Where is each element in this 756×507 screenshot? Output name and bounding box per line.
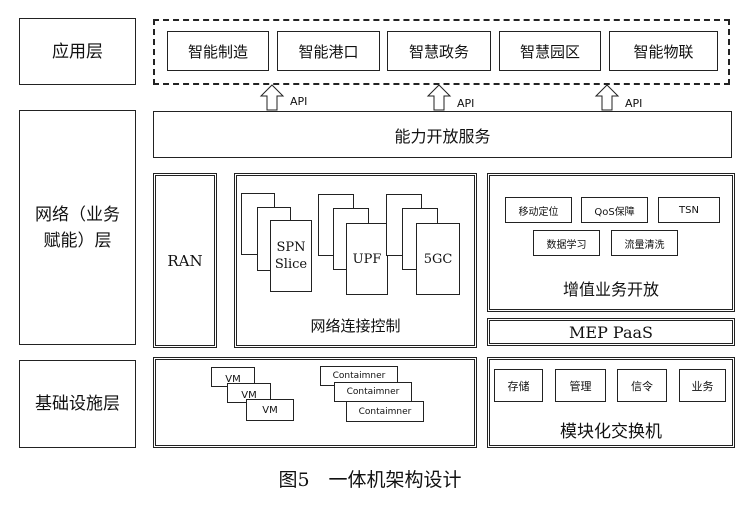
ran-box: [153, 173, 217, 348]
switch-title: 模块化交换机: [560, 421, 662, 442]
api-label-2: API: [457, 97, 475, 110]
service-box-1: [505, 197, 572, 223]
figure-caption: 图5 一体机架构设计: [278, 468, 462, 491]
vm-card-3: [246, 399, 294, 421]
service-label-4: 数据学习: [546, 239, 587, 251]
vm-label-2: VM: [241, 389, 257, 401]
container-label-1: Contaimner: [332, 371, 386, 381]
switch-module-box-4: [679, 369, 726, 402]
service-label-1: 移动定位: [518, 206, 559, 218]
api-label-3: API: [625, 97, 643, 110]
app-box-5: [609, 31, 718, 71]
network-layer-label: 网络（业务赋能）层: [35, 204, 120, 251]
application-layer-label: 应用层: [52, 41, 103, 62]
vm-label-3: VM: [262, 404, 278, 416]
container-label-2: Contaimner: [346, 387, 400, 397]
vm-label-1: VM: [225, 373, 241, 385]
value-added-title: 增值业务开放: [562, 280, 659, 299]
api-arrow-2: [426, 84, 452, 111]
upf-label: UPF: [352, 251, 382, 267]
service-label-5: 流量清洗: [624, 239, 665, 251]
switch-module-label-1: 存储: [507, 379, 530, 393]
switch-module-box-3: [617, 369, 667, 402]
infrastructure-layer-label: 基础设施层: [35, 394, 120, 414]
infrastructure-layer-box: [19, 360, 136, 448]
service-box-2: [581, 197, 648, 223]
service-box-4: [533, 230, 600, 256]
service-box-3: [658, 197, 720, 223]
mep-paas-label: MEP PaaS: [569, 322, 653, 342]
app-box-3: [387, 31, 491, 71]
application-layer-box: [19, 18, 136, 85]
app-label-2: 智能港口: [298, 42, 359, 61]
spn-card-front: [270, 220, 312, 292]
app-label-5: 智能物联: [633, 42, 694, 61]
app-box-1: [167, 31, 269, 71]
service-box-5: [611, 230, 678, 256]
network-layer-box: [19, 110, 136, 345]
switch-module-label-4: 业务: [691, 379, 714, 393]
capability-service-label: 能力开放服务: [394, 126, 491, 146]
switch-module-box-1: [494, 369, 543, 402]
switch-module-label-2: 管理: [569, 379, 592, 393]
api-arrow-1: [259, 84, 285, 111]
api-arrow-3: [594, 84, 620, 111]
container-card-3: [346, 401, 424, 422]
app-label-3: 智慧政务: [408, 42, 469, 61]
5gc-card-front: [416, 223, 460, 295]
upf-card-front: [346, 223, 388, 295]
api-label-1: API: [290, 95, 308, 108]
container-label-3: Contaimner: [358, 406, 412, 417]
ran-label: RAN: [167, 251, 203, 270]
app-label-1: 智能制造: [187, 42, 248, 61]
5gc-label: 5GC: [423, 251, 453, 267]
spn-label: SPN Slice: [274, 240, 308, 272]
virtualization-box: [153, 357, 477, 448]
switch-module-box-2: [555, 369, 606, 402]
capability-service-box: [153, 111, 732, 158]
app-box-4: [499, 31, 601, 71]
service-label-2: QoS保障: [594, 206, 635, 218]
switch-module-label-3: 信令: [631, 379, 653, 393]
network-control-title: 网络连接控制: [310, 316, 401, 335]
mep-paas-box: [487, 318, 735, 346]
app-box-2: [277, 31, 380, 71]
service-label-3: TSN: [679, 204, 699, 216]
app-label-4: 智慧园区: [519, 42, 580, 61]
